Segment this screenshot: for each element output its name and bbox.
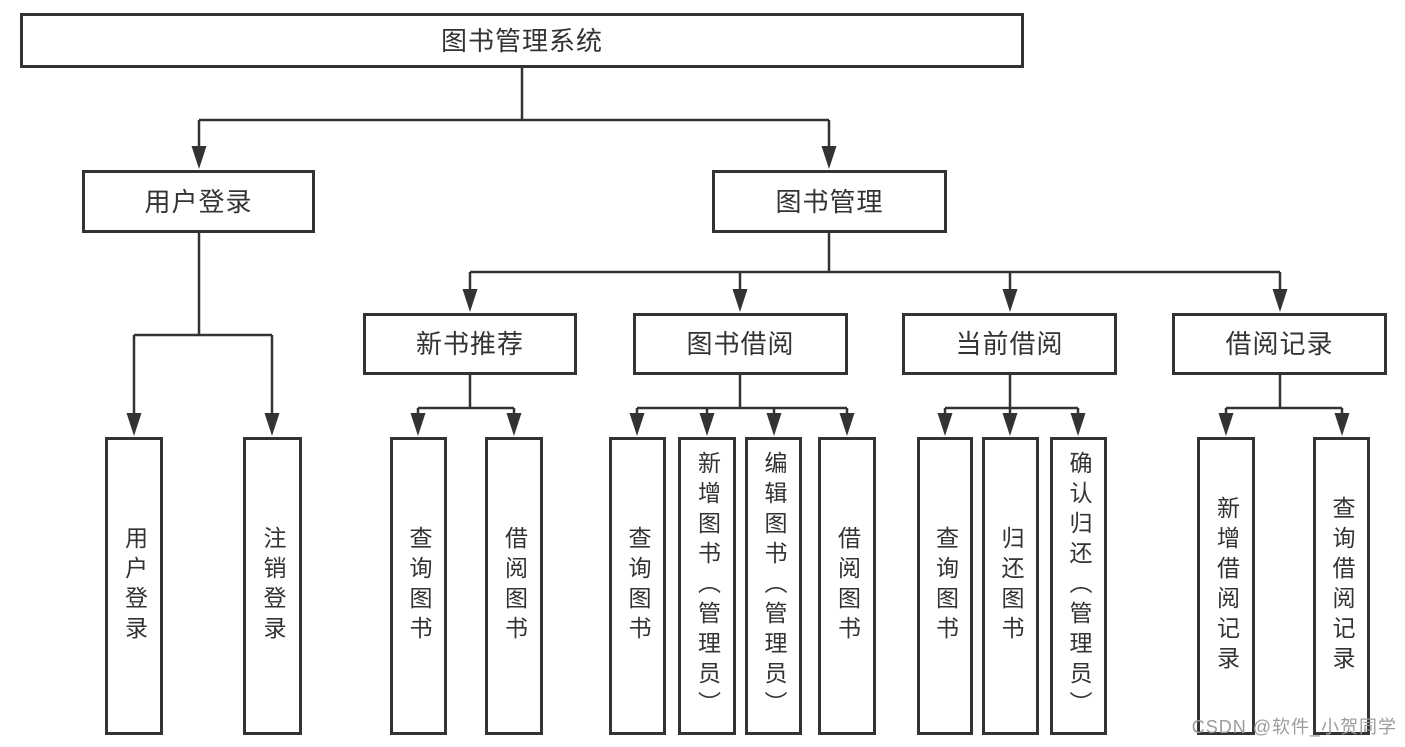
connector-group-user-login [126,233,280,436]
connector-group-new-book [410,375,522,436]
leaf-query-books-current: 查询图书 [917,437,973,735]
node-current-borrowing-label: 当前借阅 [955,329,1064,359]
leaf-query-books-recommend-label: 查询图书 [406,526,432,646]
node-new-book-recommend-label: 新书推荐 [415,329,524,359]
leaf-query-borrow-record-label: 查询借阅记录 [1329,496,1355,676]
node-book-management-label: 图书管理 [775,186,884,217]
leaf-return-book-label: 归还图书 [998,526,1024,646]
leaf-query-books-recommend: 查询图书 [390,437,447,735]
csdn-watermark: CSDN @软件_小贺同学 [1191,717,1397,737]
connector-group-book-borrow [629,375,855,436]
connector-root-to-level2 [191,68,837,169]
node-library-system-label: 图书管理系统 [440,25,603,56]
leaf-add-book-admin: 新增图书（管理员） [678,437,736,735]
node-book-management: 图书管理 [712,170,947,233]
node-new-book-recommend: 新书推荐 [363,313,577,375]
leaf-query-books-borrow-label: 查询图书 [625,526,651,646]
leaf-user-login: 用户登录 [105,437,163,735]
node-user-login-label: 用户登录 [144,186,253,217]
leaf-edit-book-admin: 编辑图书（管理员） [745,437,802,735]
leaf-borrow-books: 借阅图书 [818,437,876,735]
leaf-logout-login-label: 注销登录 [260,526,286,646]
leaf-borrow-books-label: 借阅图书 [834,526,861,646]
node-borrowing-records-label: 借阅记录 [1225,329,1334,359]
node-book-borrowing-label: 图书借阅 [686,329,795,359]
leaf-logout-login: 注销登录 [243,437,302,735]
leaf-query-borrow-record: 查询借阅记录 [1313,437,1370,735]
leaf-user-login-label: 用户登录 [121,526,148,646]
leaf-add-borrow-record: 新增借阅记录 [1197,437,1255,735]
connector-group-borrow-records [1218,375,1350,436]
node-borrowing-records: 借阅记录 [1172,313,1387,375]
leaf-query-books-current-label: 查询图书 [932,526,959,646]
node-library-system: 图书管理系统 [20,13,1024,68]
node-book-borrowing: 图书借阅 [633,313,848,375]
leaf-query-books-borrow: 查询图书 [609,437,666,735]
leaf-return-book: 归还图书 [982,437,1039,735]
leaf-add-book-admin-label: 新增图书（管理员） [694,451,721,721]
node-user-login: 用户登录 [82,170,315,233]
leaf-borrow-books-recommend-label: 借阅图书 [501,526,528,646]
leaf-confirm-return-admin-label: 确认归还（管理员） [1066,451,1092,721]
node-current-borrowing: 当前借阅 [902,313,1117,375]
leaf-confirm-return-admin: 确认归还（管理员） [1050,437,1107,735]
leaf-borrow-books-recommend: 借阅图书 [485,437,543,735]
connector-mgmt-to-level3 [462,233,1288,312]
connector-group-current-borrow [937,375,1086,436]
leaf-add-borrow-record-label: 新增借阅记录 [1213,496,1240,676]
leaf-edit-book-admin-label: 编辑图书（管理员） [761,451,787,721]
